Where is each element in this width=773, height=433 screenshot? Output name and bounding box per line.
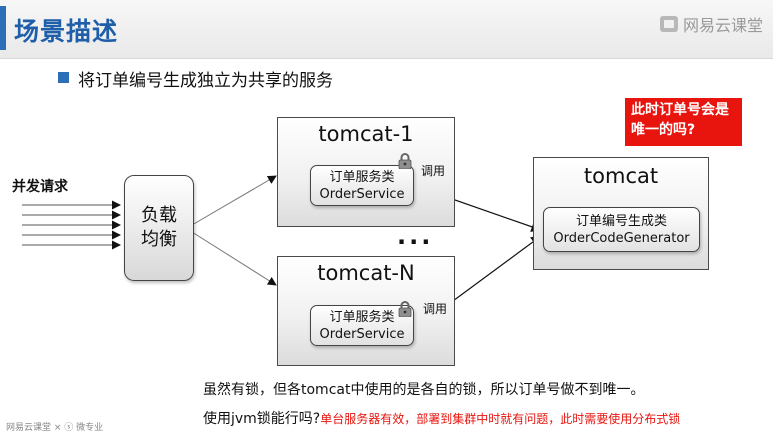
note-line-2: 使用jvm锁能行吗?单台服务器有效，部署到集群中时就有问题，此时需要使用分布式锁 — [203, 408, 680, 428]
more-servers-ellipsis: ... — [397, 222, 434, 250]
order-service-box-top: 订单服务类 OrderService — [310, 165, 414, 206]
page-title: 场景描述 — [14, 17, 119, 46]
question-callout: 此时订单号会是唯一的吗? — [625, 98, 742, 146]
brand: 网易云课堂 — [659, 12, 763, 36]
call-label-top: 调用 — [421, 164, 446, 178]
footer-watermark: 网易云课堂 × ⓢ 微专业 — [6, 423, 104, 433]
note-line-2-highlight: 单台服务器有效，部署到集群中时就有问题，此时需要使用分布式锁 — [320, 412, 681, 426]
server-tomcat-1-title: tomcat-1 — [318, 122, 414, 146]
order-code-generator-box: 订单编号生成类 OrderCodeGenerator — [543, 207, 700, 252]
order-service-label-cn: 订单服务类 — [329, 310, 395, 325]
square-bullet-icon — [58, 72, 69, 83]
order-service-box-bottom: 订单服务类 OrderService — [310, 305, 414, 346]
order-code-generator-label-cn: 订单编号生成类 — [575, 214, 667, 229]
note-line-2-prefix: 使用jvm锁能行吗? — [203, 411, 321, 427]
order-code-generator-label-en: OrderCodeGenerator — [553, 231, 690, 246]
lock-icon — [398, 301, 412, 317]
slide-heading: 将订单编号生成独立为共享的服务 — [78, 71, 333, 91]
order-service-label-en: OrderService — [319, 327, 405, 342]
title-bar — [0, 0, 773, 59]
concurrent-requests-label: 并发请求 — [12, 179, 68, 195]
load-balancer-label: 负载均衡 — [141, 205, 177, 250]
note-line-1: 虽然有锁，但各tomcat中使用的是各自的锁，所以订单号做不到唯一。 — [203, 382, 645, 398]
order-service-label-cn: 订单服务类 — [329, 170, 395, 185]
server-tomcat-shared-title: tomcat — [583, 164, 659, 188]
lb-to-server-bottom-arrow — [191, 231, 277, 286]
lb-to-server-top-arrow — [191, 175, 277, 226]
brand-logo-icon — [659, 16, 678, 32]
brand-name: 网易云课堂 — [682, 16, 763, 35]
server-tomcat-n-title: tomcat-N — [317, 261, 415, 285]
load-balancer-box: 负载均衡 — [124, 175, 194, 281]
call-label-bottom: 调用 — [423, 302, 448, 316]
title-accent-bar — [0, 6, 6, 50]
order-service-label-en: OrderService — [319, 187, 405, 202]
lock-icon — [398, 153, 412, 169]
